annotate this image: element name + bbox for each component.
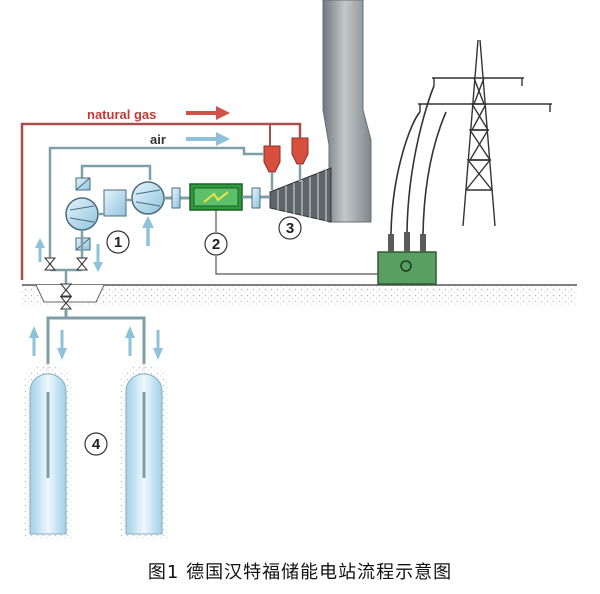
marker-3: 3 — [278, 216, 302, 240]
figure-caption: 图1 德国汉特福储能电站流程示意图 — [147, 562, 453, 583]
valve-icon — [35, 238, 103, 310]
compressor-train — [65, 164, 192, 268]
transformer — [377, 232, 437, 285]
svg-text:1: 1 — [114, 234, 122, 251]
natural-gas-label: natural gas — [87, 107, 156, 122]
transmission-tower-icon — [390, 39, 552, 235]
marker-2: 2 — [204, 232, 228, 256]
natural-gas-line — [20, 106, 302, 280]
air-label: air — [150, 132, 166, 147]
svg-text:3: 3 — [286, 220, 294, 237]
marker-4: 4 — [84, 432, 108, 456]
ground — [22, 284, 577, 307]
cavern-flow-arrows — [29, 326, 163, 360]
svg-text:2: 2 — [212, 236, 220, 253]
svg-text:4: 4 — [92, 436, 101, 453]
marker-1: 1 — [106, 230, 130, 254]
air-line — [48, 132, 264, 270]
salt-caverns — [24, 364, 168, 540]
exhaust-stack — [322, 0, 372, 223]
gas-turbine — [269, 167, 332, 223]
combustion-chambers — [263, 137, 309, 190]
